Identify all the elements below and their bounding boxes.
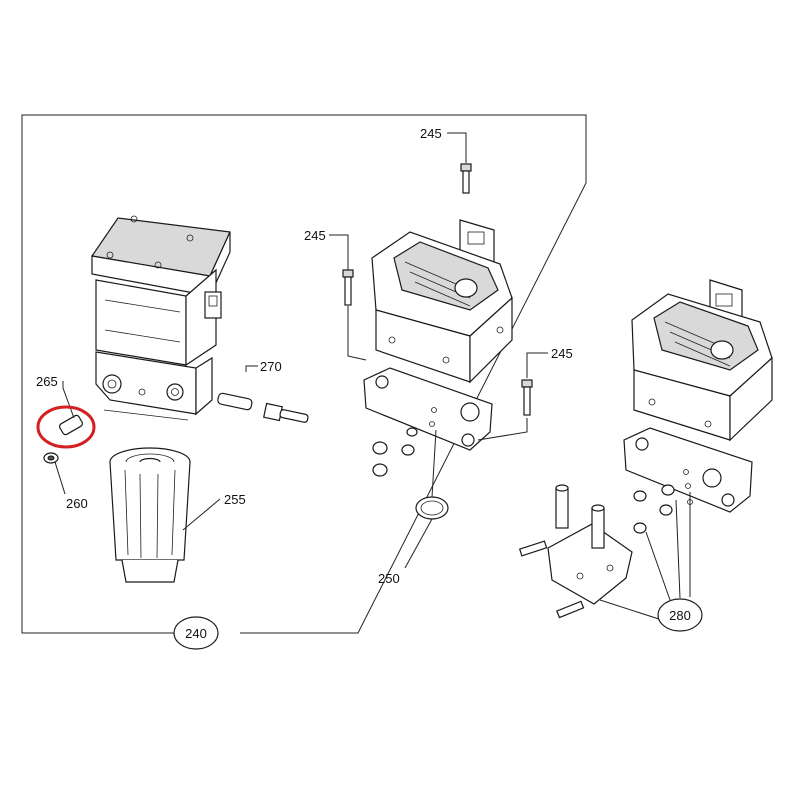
callout-245-top: 245 bbox=[420, 126, 442, 141]
callout-260: 260 bbox=[66, 496, 88, 511]
callout-245-left: 245 bbox=[304, 228, 326, 243]
control-unit-center bbox=[329, 132, 548, 569]
callout-265: 265 bbox=[36, 374, 58, 389]
filter-255 bbox=[109, 447, 221, 583]
control-unit-right bbox=[518, 279, 773, 621]
callout-270: 270 bbox=[260, 359, 282, 374]
callout-250: 250 bbox=[378, 571, 400, 586]
callout-280-circle bbox=[657, 598, 703, 632]
highlight-circle bbox=[36, 405, 96, 449]
assembly-frame-240 bbox=[21, 114, 587, 634]
washer-260 bbox=[43, 452, 66, 495]
callout-280: 280 bbox=[669, 608, 691, 623]
pump-unit-left bbox=[90, 215, 231, 421]
callout-240: 240 bbox=[185, 626, 207, 641]
callout-240-circle bbox=[173, 616, 219, 650]
fitting-270 bbox=[217, 365, 309, 423]
callout-245-right: 245 bbox=[551, 346, 573, 361]
callout-255: 255 bbox=[224, 492, 246, 507]
